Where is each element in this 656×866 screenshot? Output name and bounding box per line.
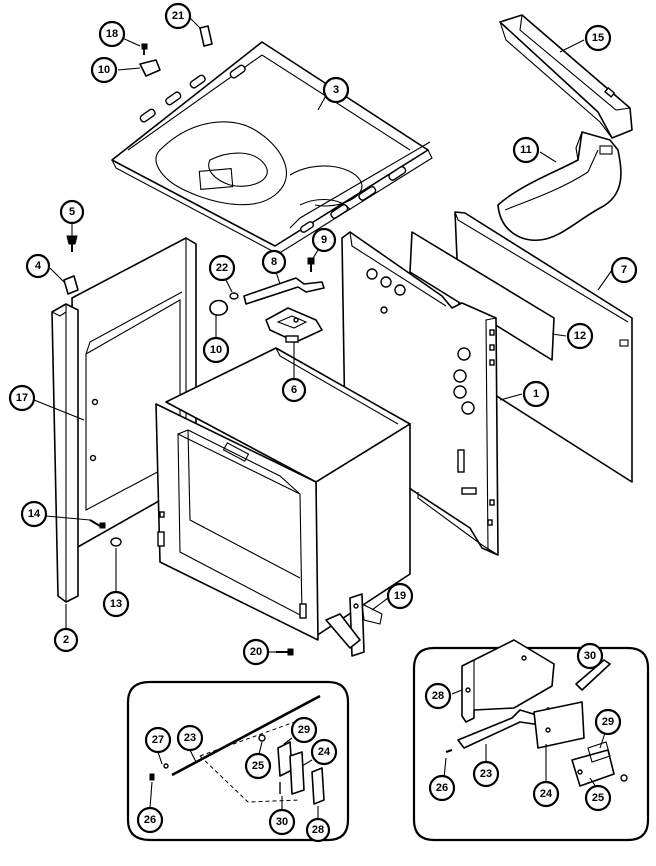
callout-13: 13	[102, 590, 130, 618]
callout-21-label: 21	[172, 10, 184, 22]
callout-21: 21	[164, 2, 192, 30]
part-12-insulation-panel	[409, 231, 555, 361]
part-6-igniter-bracket	[265, 307, 323, 343]
inset-left-door-parts	[126, 680, 350, 842]
callout-right-28: 28	[424, 682, 452, 710]
callout-7-label: 7	[621, 264, 627, 276]
part-13-clip	[110, 537, 122, 547]
callout-6-label: 6	[291, 384, 297, 396]
callout-8: 8	[261, 249, 287, 275]
callout-17-label: 17	[16, 392, 28, 404]
part-16-clip	[139, 59, 161, 77]
callout-right-26-label: 26	[436, 782, 448, 794]
callout-10-label: 10	[210, 344, 222, 356]
callout-5: 5	[59, 199, 85, 225]
callout-left-29-label: 29	[298, 724, 310, 736]
callout-4: 4	[25, 253, 51, 279]
callout-right-28-label: 28	[432, 690, 444, 702]
part-11-vent-duct	[497, 131, 622, 241]
callout-19-label: 19	[394, 590, 406, 602]
part-22-grommet	[229, 292, 239, 300]
part-5-screw	[66, 235, 78, 252]
callout-22-label: 22	[216, 262, 228, 274]
callout-left-26-label: 26	[144, 814, 156, 826]
part-3-top-tray	[111, 41, 433, 255]
part-20-screw	[276, 648, 294, 656]
callout-5-label: 5	[69, 206, 75, 218]
callout-8-label: 8	[271, 256, 277, 268]
inset-right-door-parts	[412, 639, 650, 842]
callout-right-24: 24	[532, 780, 560, 808]
callout-right-30-label: 30	[584, 650, 596, 662]
callout-15-label: 15	[592, 32, 604, 44]
callout-1: 1	[522, 380, 550, 408]
part-19-hinge	[325, 593, 383, 657]
callout-11-label: 11	[520, 144, 532, 156]
callout-left-25: 25	[244, 752, 272, 780]
part-15-vent-trim	[499, 14, 633, 139]
callout-16-label: 10	[98, 64, 110, 76]
callout-4-label: 4	[35, 260, 42, 272]
callout-11: 11	[512, 136, 540, 164]
part-14-screw	[89, 519, 106, 529]
leader-lines	[33, 17, 613, 818]
part-10-knob	[209, 299, 229, 316]
callout-6: 6	[281, 377, 307, 403]
part-18-screw	[141, 43, 148, 55]
callout-right-23: 23	[472, 760, 500, 788]
callout-left-24: 24	[310, 738, 338, 766]
callout-left-30: 30	[268, 808, 296, 836]
callout-left-23: 23	[176, 724, 204, 752]
callout-left-28-label: 28	[312, 824, 324, 836]
callout-20: 20	[242, 638, 270, 666]
part-21-spacer	[199, 25, 213, 47]
callout-1-label: 1	[533, 388, 539, 400]
callout-14-label: 14	[28, 508, 41, 520]
callout-right-29: 29	[594, 708, 622, 736]
callout-left-29: 29	[290, 716, 318, 744]
callout-left-27-label: 27	[152, 734, 164, 746]
callout-16: 10	[90, 56, 118, 84]
callout-right-26: 26	[428, 774, 456, 802]
callout-left-24-label: 24	[318, 746, 331, 758]
callout-3-label: 3	[333, 84, 339, 96]
callout-12: 12	[566, 322, 594, 350]
callout-left-25-label: 25	[252, 760, 264, 772]
callout-right-30: 30	[576, 642, 604, 670]
callout-left-27: 27	[144, 726, 172, 754]
callout-2-label: 2	[63, 634, 69, 646]
callout-18: 18	[98, 20, 126, 48]
callout-3: 3	[322, 76, 350, 104]
callout-7: 7	[610, 256, 638, 284]
callout-9-label: 9	[321, 234, 327, 246]
callout-15: 15	[584, 24, 612, 52]
part-9-screw	[307, 257, 315, 272]
callout-left-30-label: 30	[276, 816, 288, 828]
part-2-front-post	[51, 303, 79, 603]
callout-22: 22	[208, 254, 236, 282]
callout-18-label: 18	[106, 28, 118, 40]
callout-12-label: 12	[574, 330, 586, 342]
callout-right-24-label: 24	[540, 788, 553, 800]
part-8-rod	[243, 277, 325, 305]
callout-left-26: 26	[136, 806, 164, 834]
callout-9: 9	[311, 227, 337, 253]
callout-right-25: 25	[584, 784, 612, 812]
callout-14: 14	[20, 500, 48, 528]
callout-right-25-label: 25	[592, 792, 604, 804]
callout-20-label: 20	[250, 646, 262, 658]
oven-cavity	[155, 347, 411, 641]
callout-right-23-label: 23	[480, 768, 492, 780]
callout-19: 19	[386, 582, 414, 610]
part-4-bracket	[63, 275, 79, 295]
callout-left-28: 28	[305, 817, 331, 843]
callout-2: 2	[53, 627, 79, 653]
callout-left-23-label: 23	[184, 732, 196, 744]
callout-right-29-label: 29	[602, 716, 614, 728]
callout-17: 17	[8, 384, 36, 412]
callout-10: 10	[202, 336, 230, 364]
callout-13-label: 13	[110, 598, 122, 610]
